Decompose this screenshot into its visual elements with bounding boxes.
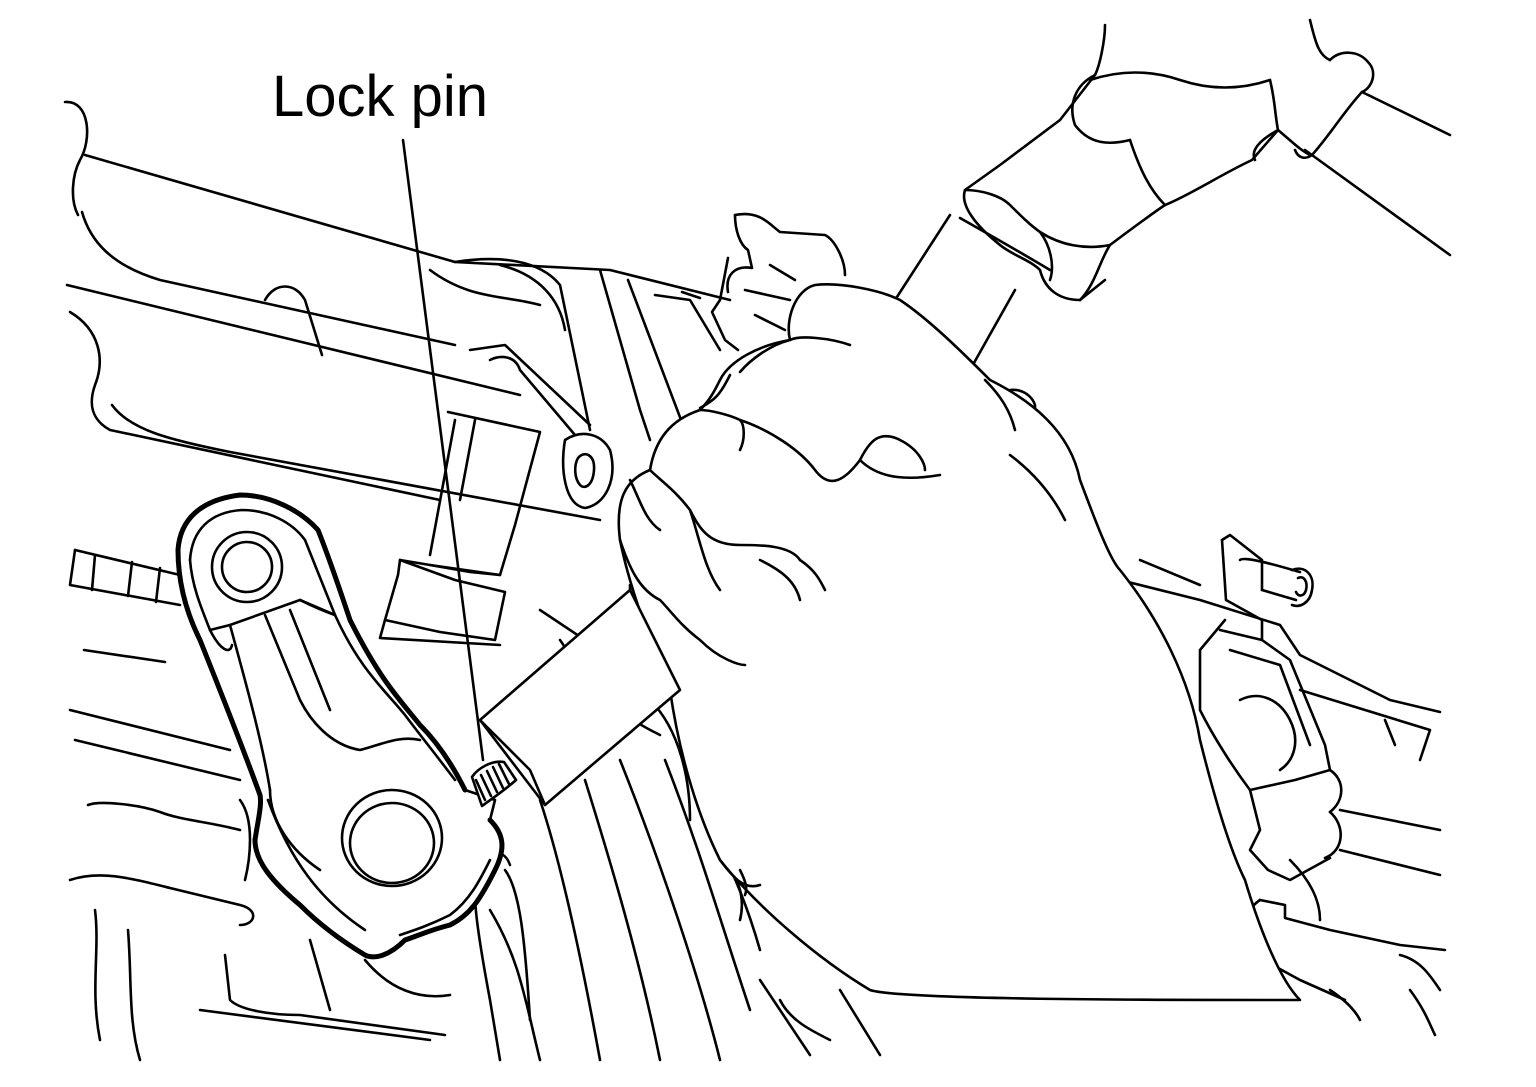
hand [617, 283, 1302, 1002]
ratchet-handle [893, 18, 1452, 372]
lever-arm [175, 492, 505, 960]
lock-pin-callout-label: Lock pin [272, 64, 489, 129]
lock-pin [470, 760, 518, 808]
engine-block [63, 100, 1447, 1062]
socket-tool [478, 583, 682, 807]
lock-pin-leader-line [401, 138, 485, 762]
